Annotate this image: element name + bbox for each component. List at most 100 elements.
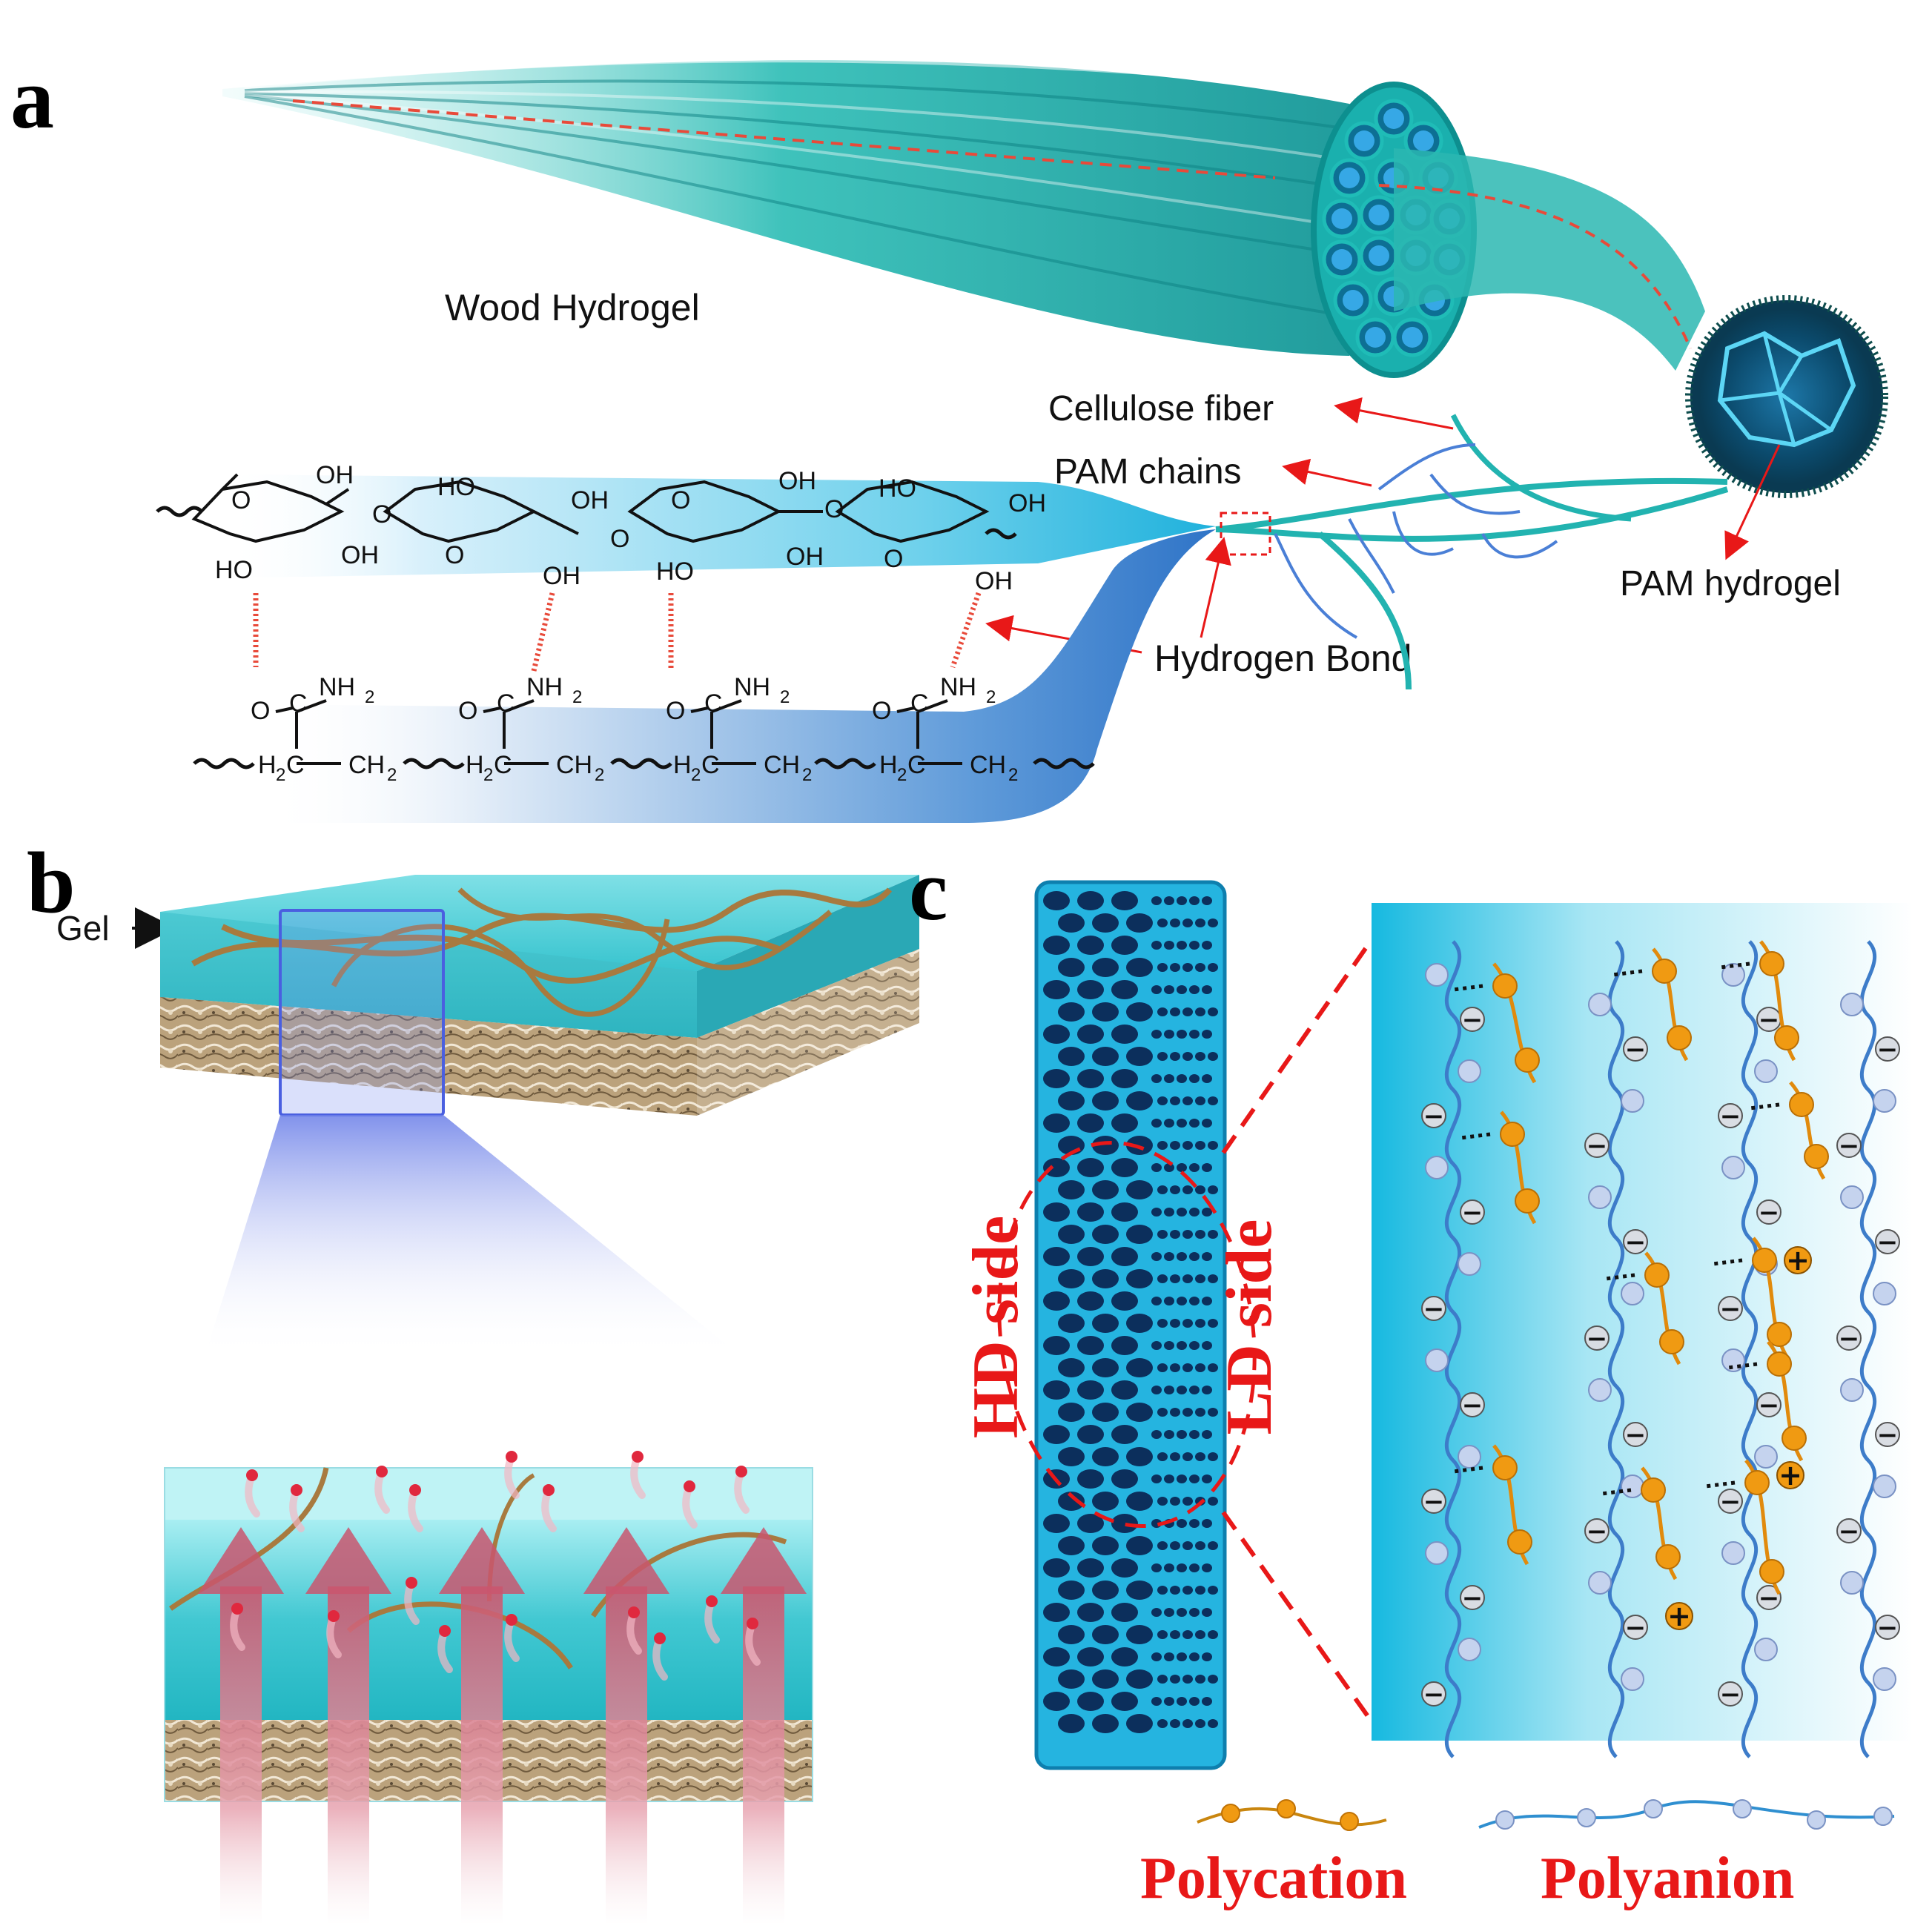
ch2-label: CH	[556, 751, 592, 779]
negative-charge	[1718, 1103, 1743, 1128]
polyanion-chain	[1859, 940, 1877, 1758]
pore-large	[1043, 1113, 1070, 1133]
vapor-arrow-shaft	[461, 1586, 503, 1923]
pore-small	[1164, 1030, 1174, 1039]
water-molecule	[376, 1466, 388, 1477]
pore-large	[1092, 1358, 1119, 1377]
cellulose-fiber-label: Cellulose fiber	[1048, 389, 1274, 428]
negative-charge-sign: −	[1625, 1613, 1647, 1643]
pore-small	[1170, 1408, 1180, 1417]
pore-small	[1182, 1630, 1193, 1639]
h2c-label: C	[494, 751, 512, 779]
pore-large	[1111, 1202, 1138, 1222]
pore-large	[1092, 1225, 1119, 1244]
pore-small	[1208, 1675, 1218, 1684]
pore-small	[1202, 1208, 1212, 1217]
oh-label: OH	[543, 562, 580, 590]
pore-small	[1170, 1230, 1180, 1239]
wood-fiber-bundle	[222, 59, 1468, 357]
negative-charge-sign: −	[1462, 1005, 1483, 1035]
pam-hydrogel-label: PAM hydrogel	[1620, 564, 1841, 603]
pore-large	[1058, 1492, 1085, 1511]
subscript-label: 2	[691, 765, 701, 785]
oh-label: OH	[316, 461, 354, 489]
anion-bead	[1621, 1089, 1644, 1113]
pore-small	[1164, 1430, 1174, 1439]
pore-small	[1202, 1297, 1212, 1305]
negative-charge-sign: −	[1462, 1198, 1483, 1228]
positive-charge	[1776, 1461, 1804, 1489]
pore-small	[1195, 1630, 1205, 1639]
subscript-label: 2	[986, 687, 996, 707]
pore-small	[1195, 1007, 1205, 1016]
pore-small	[1151, 1119, 1162, 1128]
pore-large	[1043, 1692, 1070, 1711]
pore-large	[1077, 936, 1104, 955]
pore-small	[1189, 1430, 1200, 1439]
pore-small	[1195, 1675, 1205, 1684]
pore-small	[1170, 1274, 1180, 1283]
anion-bead	[1588, 1571, 1612, 1595]
pore-small	[1208, 1052, 1218, 1061]
negative-charge-sign: −	[1462, 1391, 1483, 1420]
pore-large	[1043, 1069, 1070, 1088]
pore-small	[1151, 1163, 1162, 1172]
negative-charge	[1836, 1518, 1862, 1543]
pore-small	[1195, 1096, 1205, 1105]
amide-nh-label: NH	[734, 673, 770, 701]
fiber-lumen	[1369, 245, 1389, 266]
pore-large	[1077, 1603, 1104, 1622]
pore-small	[1151, 1297, 1162, 1305]
pore-small	[1202, 1386, 1212, 1394]
pore-large	[1043, 980, 1070, 999]
anion-bead	[1721, 1541, 1745, 1565]
anion-bead	[1425, 963, 1449, 987]
negative-charge	[1756, 1392, 1782, 1417]
pore-small	[1170, 1675, 1180, 1684]
negative-charge-sign: −	[1877, 1035, 1899, 1065]
pore-small	[1170, 1452, 1180, 1461]
pore-large	[1058, 1180, 1085, 1199]
pore-small	[1208, 1274, 1218, 1283]
negative-charge	[1875, 1036, 1900, 1062]
positive-charge-sign: +	[1786, 1244, 1810, 1277]
cation-bead	[1774, 1025, 1799, 1050]
anion-bead	[1873, 1474, 1896, 1498]
pore-small	[1189, 1297, 1200, 1305]
pore-large	[1111, 891, 1138, 910]
negative-charge	[1875, 1422, 1900, 1447]
pore-small	[1157, 1052, 1168, 1061]
carbon-label: C	[910, 689, 929, 718]
pore-small	[1202, 1697, 1212, 1706]
pore-small	[1151, 1341, 1162, 1350]
pore-large	[1077, 1425, 1104, 1444]
pore-small	[1177, 1208, 1187, 1217]
hydrogen-bond-zoom-box	[1220, 512, 1271, 556]
pore-large	[1126, 1669, 1153, 1689]
pore-small	[1151, 1386, 1162, 1394]
pore-small	[1208, 1185, 1218, 1194]
vapor-arrow-head	[439, 1527, 525, 1594]
pore-small	[1182, 1719, 1193, 1728]
pore-small	[1208, 1096, 1218, 1105]
pore-large	[1092, 1002, 1119, 1022]
pore-small	[1189, 1030, 1200, 1039]
pore-small	[1208, 1141, 1218, 1150]
pore-large	[1058, 1002, 1085, 1022]
anion-bead	[1588, 1378, 1612, 1402]
vapor-arrows	[198, 1527, 807, 1923]
pore-large	[1111, 1692, 1138, 1711]
pore-small	[1164, 985, 1174, 994]
pore-small	[1189, 1474, 1200, 1483]
negative-charge-sign: −	[1877, 1420, 1899, 1450]
pore-small	[1208, 1319, 1218, 1328]
ionic-bond	[1601, 1488, 1632, 1496]
fiber-lumen	[1383, 108, 1404, 129]
pore-small	[1177, 1563, 1187, 1572]
pore-large	[1092, 1714, 1119, 1733]
pore-small	[1189, 1074, 1200, 1083]
water-molecule	[628, 1606, 640, 1618]
pore-large	[1058, 1625, 1085, 1644]
amide-o-label: O	[458, 697, 477, 725]
zoom-region-ellipse	[997, 1140, 1257, 1529]
